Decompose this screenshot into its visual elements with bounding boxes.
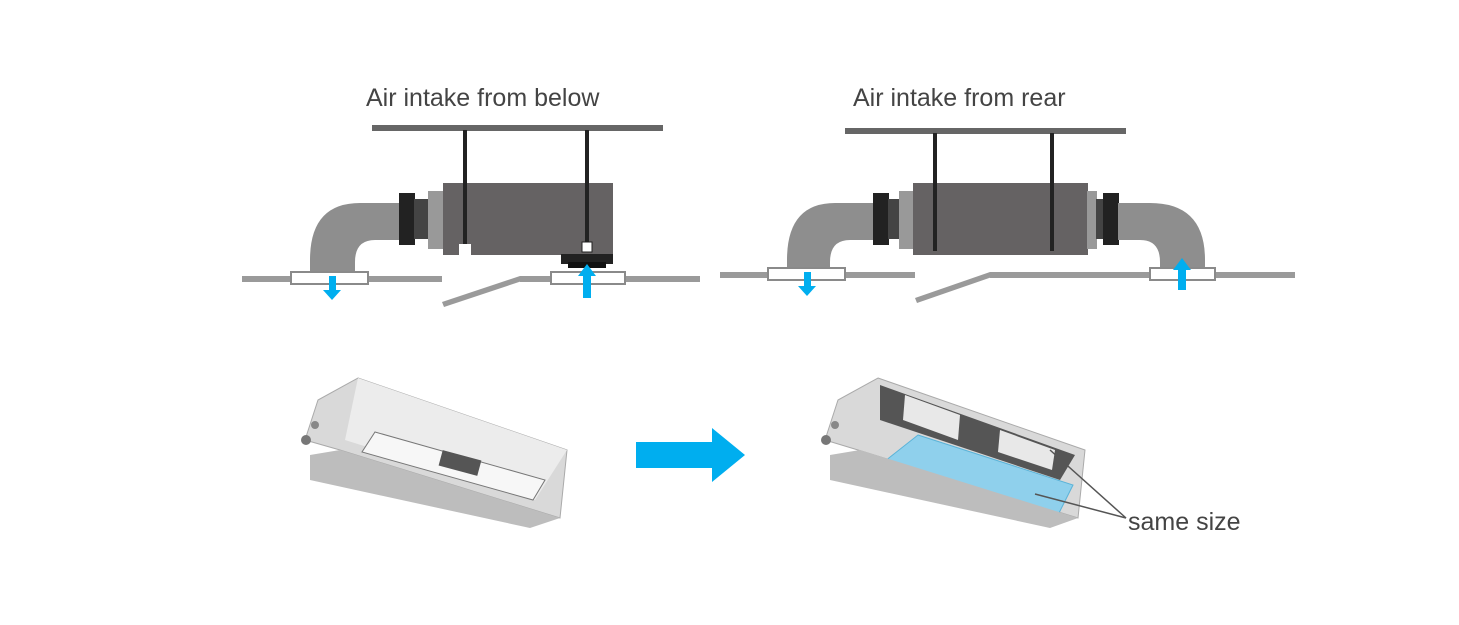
ceiling-slab bbox=[845, 128, 1126, 134]
below-intake-title: Air intake from below bbox=[366, 84, 600, 112]
leader-line bbox=[1049, 449, 1127, 519]
below-intake-diagram bbox=[242, 125, 700, 307]
unit-after-illustration bbox=[821, 377, 1127, 528]
airflow-down-arrow-icon bbox=[323, 276, 341, 300]
access-panel bbox=[442, 276, 522, 307]
ceiling-slab bbox=[372, 125, 663, 131]
unit-collar bbox=[899, 191, 914, 249]
rear-intake-title: Air intake from rear bbox=[853, 84, 1066, 112]
transition-arrow-icon bbox=[636, 428, 745, 482]
duct-flange bbox=[873, 193, 889, 245]
indoor-unit-body bbox=[913, 183, 1088, 255]
leader-line bbox=[1034, 493, 1127, 519]
return-duct-elbow bbox=[1118, 203, 1205, 274]
hanger-rod bbox=[1050, 133, 1054, 251]
hanger-rod bbox=[585, 130, 589, 242]
airflow-down-arrow-icon bbox=[798, 272, 816, 296]
airflow-up-arrow-icon bbox=[1173, 258, 1191, 290]
ceiling-line bbox=[990, 272, 1295, 278]
hanger-rod bbox=[933, 133, 937, 251]
supply-duct-elbow bbox=[310, 203, 400, 274]
unit-before-illustration bbox=[301, 377, 568, 528]
access-panel bbox=[915, 272, 992, 303]
same-size-label: same size bbox=[1128, 508, 1241, 536]
return-plenum bbox=[561, 254, 613, 264]
duct-flange bbox=[399, 193, 415, 245]
unit-collar bbox=[428, 191, 444, 249]
supply-duct-elbow bbox=[787, 203, 874, 274]
hanger-rod bbox=[463, 130, 467, 248]
airflow-up-arrow-icon bbox=[578, 264, 596, 298]
duct-flange bbox=[1103, 193, 1119, 245]
rear-intake-diagram bbox=[720, 128, 1295, 303]
